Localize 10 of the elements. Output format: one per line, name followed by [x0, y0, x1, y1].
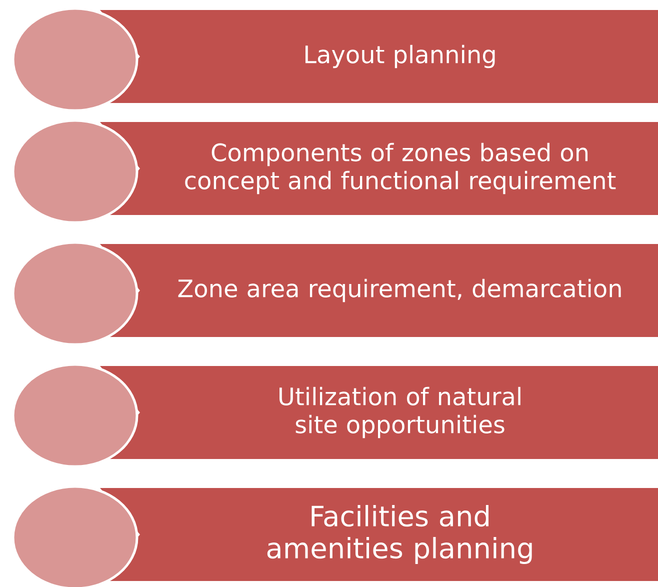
- circle: [12, 485, 138, 587]
- banner: Zone area requirement, demarcation: [100, 244, 658, 337]
- circle: [12, 241, 138, 346]
- banner: Facilities and amenities planning: [100, 488, 658, 581]
- banner: Layout planning: [100, 10, 658, 103]
- circle: [12, 7, 138, 112]
- banner: Components of zones based on concept and functional requirement: [100, 122, 658, 215]
- circle: [12, 119, 138, 224]
- circle: [12, 363, 138, 468]
- banner: Utilization of natural site opportunities: [100, 366, 658, 459]
